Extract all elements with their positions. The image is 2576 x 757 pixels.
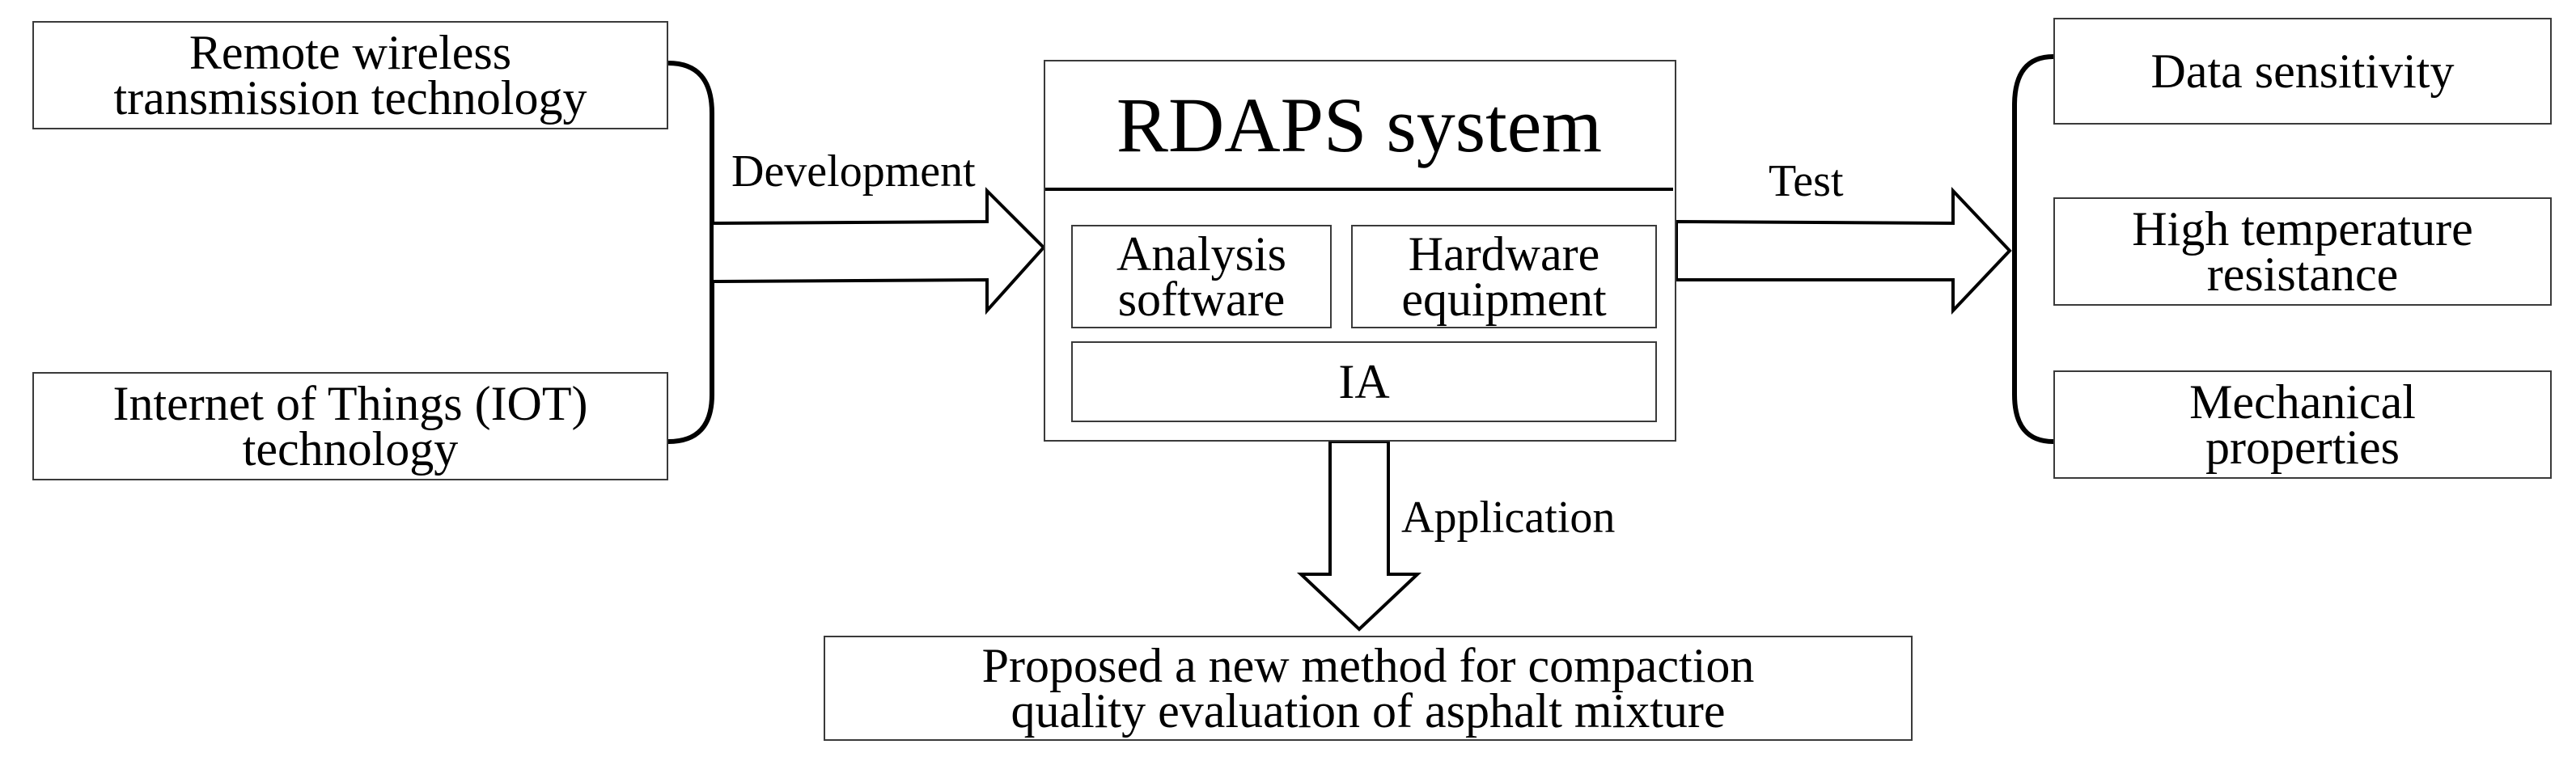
- right-brace: [2012, 54, 2054, 444]
- mechanical-line-1: Mechanical: [2189, 375, 2416, 429]
- data-sensitivity-label: Data sensitivity: [2150, 44, 2455, 98]
- iot-line-1: Internet of Things (IOT): [112, 377, 588, 430]
- test-label: Test: [1769, 156, 1844, 206]
- rdaps-title-divider: [1045, 188, 1673, 191]
- mechanical-properties-box: Mechanical properties: [2053, 370, 2552, 479]
- data-sensitivity-box: Data sensitivity: [2053, 18, 2552, 125]
- iot-line-2: technology: [242, 422, 459, 476]
- analysis-software-line-1: Analysis: [1116, 227, 1286, 281]
- hardware-equipment-box: Hardware equipment: [1351, 225, 1657, 328]
- ia-label: IA: [1338, 355, 1390, 408]
- result-line-2: quality evaluation of asphalt mixture: [1010, 684, 1726, 738]
- remote-wireless-box: Remote wireless transmission technology: [32, 21, 668, 129]
- hardware-equipment-line-1: Hardware: [1408, 227, 1600, 281]
- test-arrow: [1675, 186, 2012, 315]
- result-line-1: Proposed a new method for compaction: [981, 639, 1755, 692]
- hardware-equipment-line-2: equipment: [1401, 273, 1607, 326]
- development-label: Development: [731, 146, 976, 197]
- high-temperature-line-2: resistance: [2206, 247, 2399, 301]
- analysis-software-line-2: software: [1117, 273, 1286, 326]
- application-arrow: [1296, 440, 1422, 632]
- development-arrow: [710, 187, 1046, 315]
- application-label: Application: [1401, 493, 1616, 543]
- result-box: Proposed a new method for compaction qua…: [824, 636, 1913, 741]
- high-temperature-line-1: High temperature: [2132, 202, 2473, 256]
- ia-box: IA: [1071, 341, 1657, 422]
- iot-box: Internet of Things (IOT) technology: [32, 372, 668, 480]
- left-brace: [667, 61, 714, 444]
- analysis-software-box: Analysis software: [1071, 225, 1332, 328]
- high-temperature-box: High temperature resistance: [2053, 197, 2552, 306]
- rdaps-system-title: RDAPS system: [1116, 82, 1603, 168]
- mechanical-line-2: properties: [2205, 421, 2400, 474]
- remote-wireless-line-1: Remote wireless: [189, 26, 512, 79]
- remote-wireless-line-2: transmission technology: [113, 71, 587, 125]
